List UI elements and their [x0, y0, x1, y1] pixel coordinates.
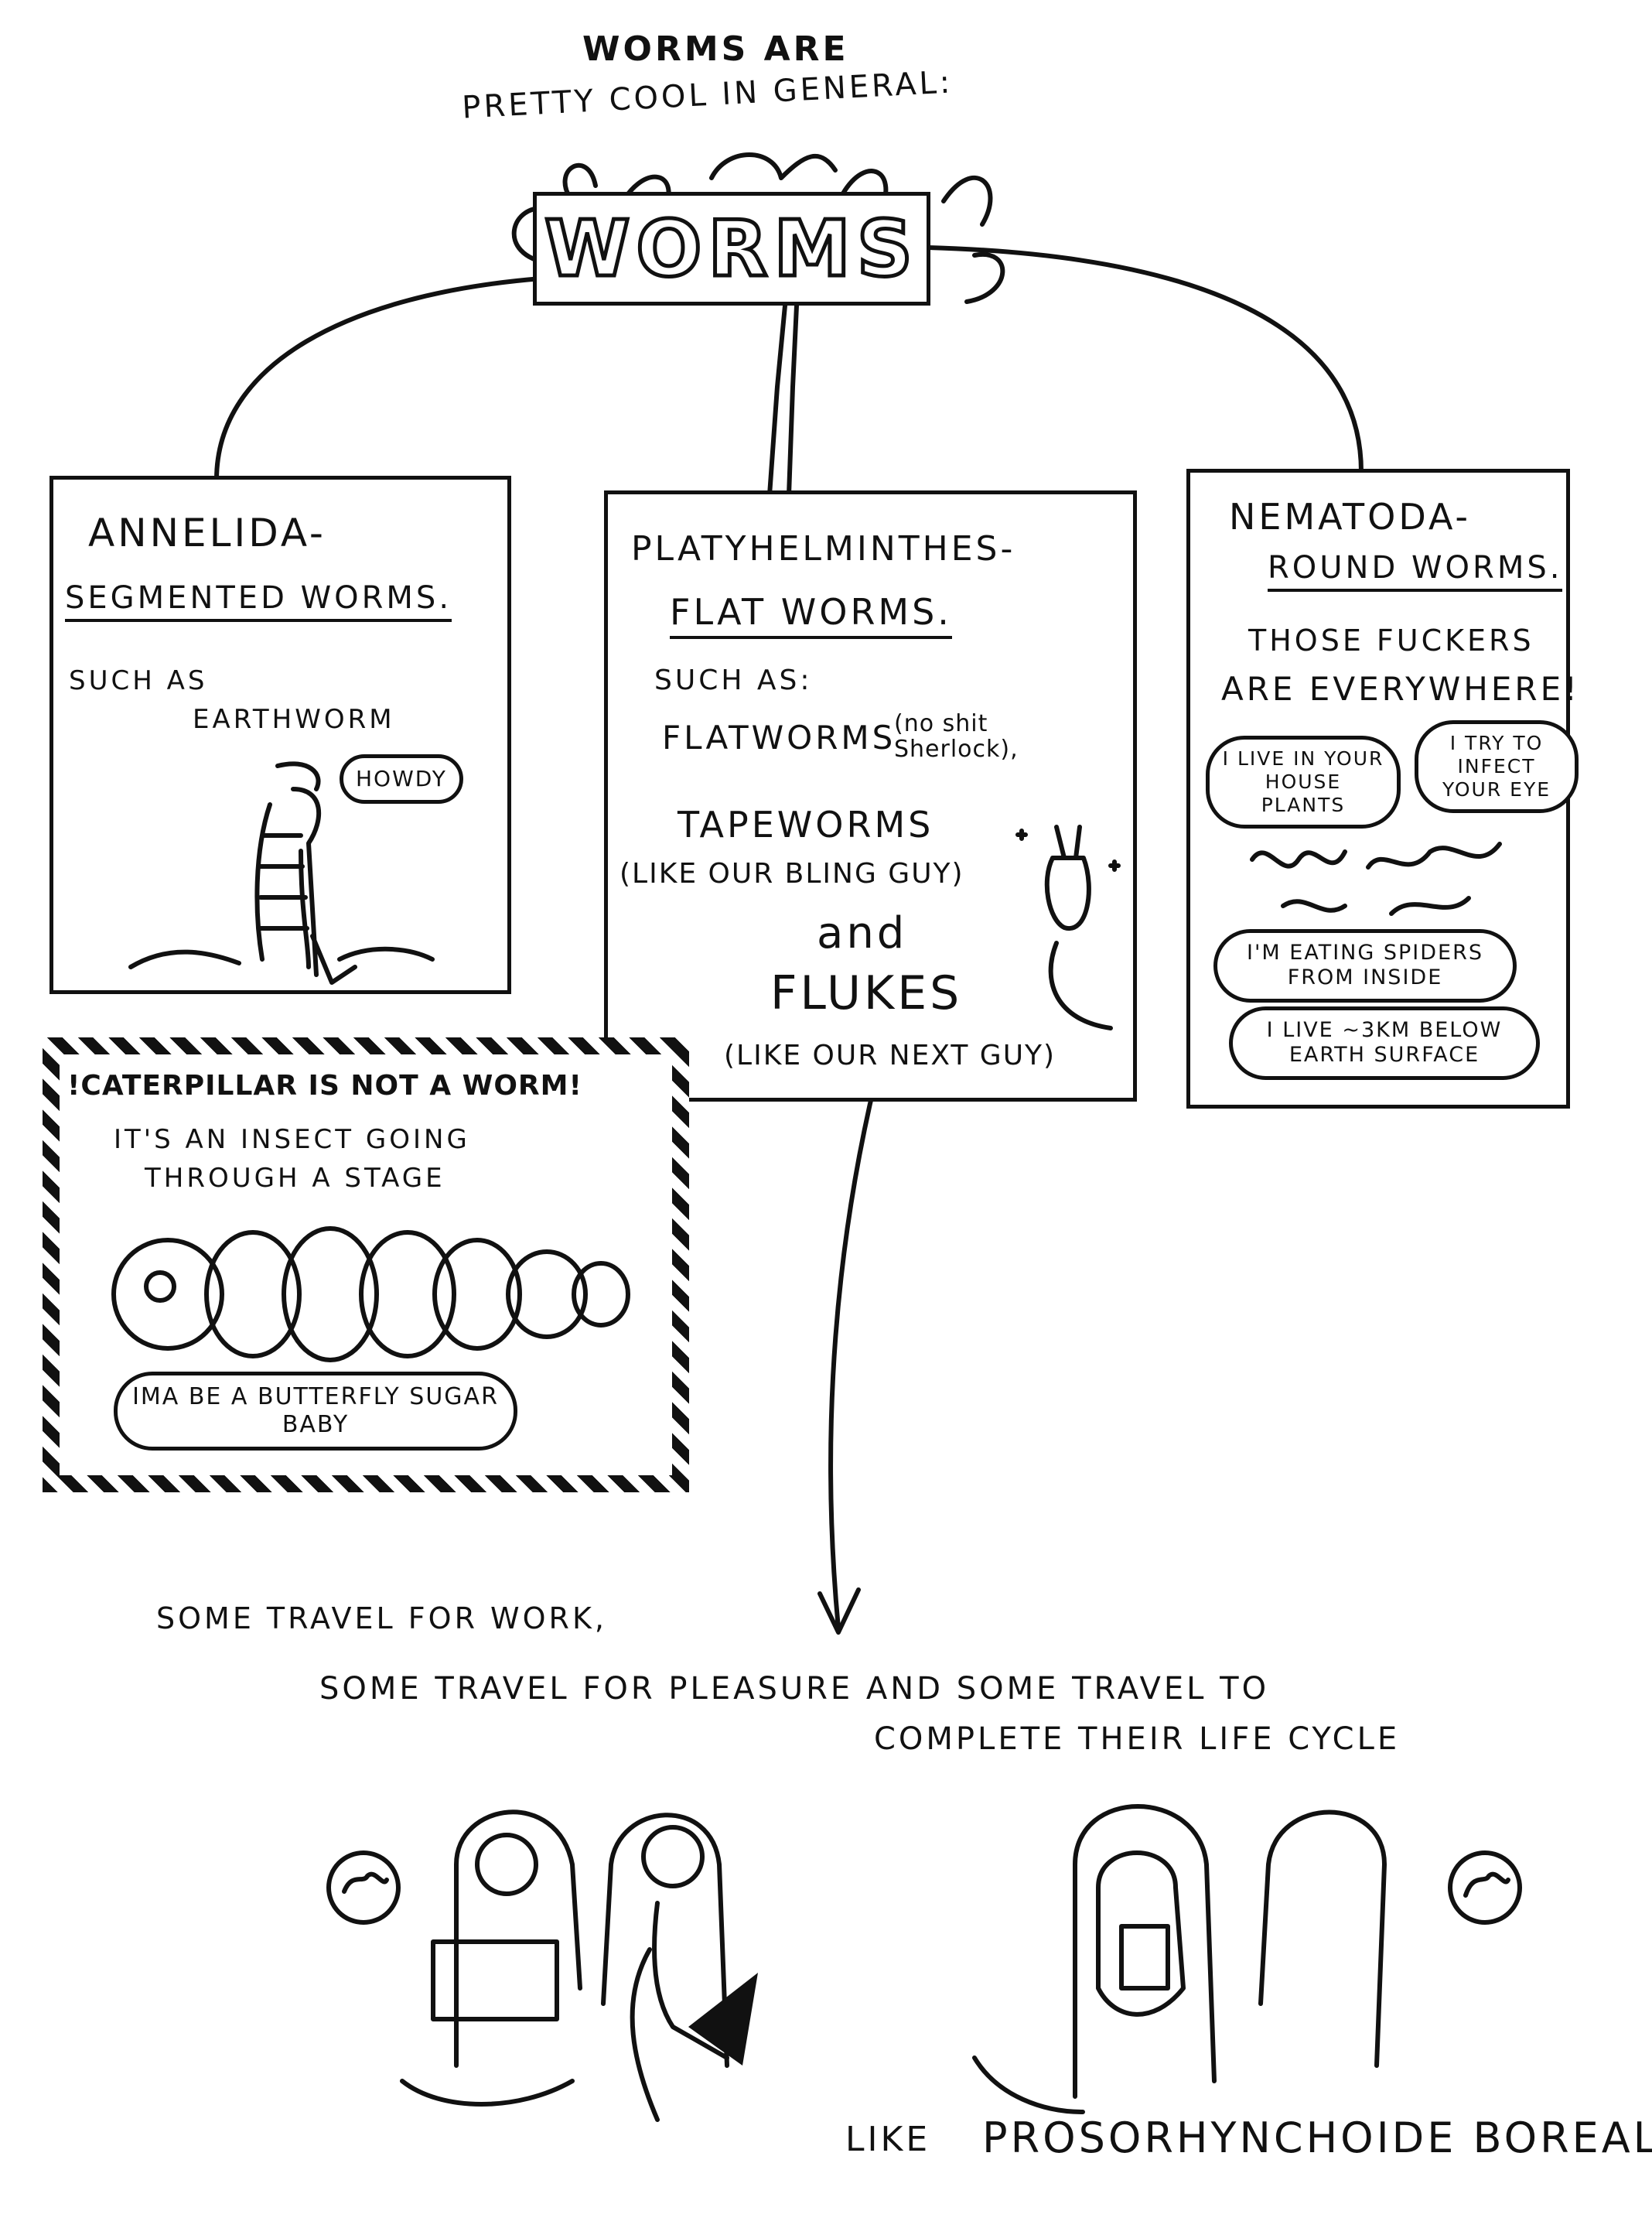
annelida-example: EARTHWORM: [193, 704, 395, 735]
nematoda-bubble-eye: I TRY TO INFECT YOUR EYE: [1415, 720, 1579, 813]
travel-line3: COMPLETE THEIR LIFE CYCLE: [874, 1721, 1401, 1757]
airplane-passenger-reading-icon: [972, 1804, 1522, 2114]
platy-title: PLATYHELMINTHES-: [631, 529, 1016, 569]
travel-species: PROSORHYNCHOIDE BOREALIS: [982, 2114, 1652, 2162]
platy-subtitle: FLAT WORMS.: [670, 591, 952, 639]
caterpillar-speech-bubble: IMA BE A BUTTERFLY SUGAR BABY: [114, 1372, 517, 1451]
earthworm-with-shovel-icon: [128, 761, 435, 985]
travel-line1: SOME TRAVEL FOR WORK,: [156, 1601, 607, 1635]
travel-line2: SOME TRAVEL FOR PLEASURE AND SOME TRAVEL…: [319, 1671, 1270, 1707]
platy-item1: FLATWORMS: [662, 719, 896, 757]
nematoda-bubble-houseplants: I LIVE IN YOUR HOUSE PLANTS: [1206, 736, 1401, 829]
platy-such-as: SUCH AS:: [654, 665, 813, 696]
nematoda-line1: THOSE FUCKERS: [1248, 624, 1534, 658]
airplane-passengers-work-pleasure-icon: [326, 1809, 758, 2122]
nematoda-bubble-spiders: I'M EATING SPIDERS FROM INSIDE: [1213, 929, 1517, 1003]
nematoda-line2: ARE EVERYWHERE!: [1221, 670, 1580, 708]
roundworms-icon: [1250, 842, 1502, 916]
nematoda-box: NEMATODA- ROUND WORMS. THOSE FUCKERS ARE…: [1186, 469, 1579, 1109]
annelida-title: ANNELIDA-: [88, 511, 326, 555]
platy-item3-note: (LIKE OUR NEXT GUY): [724, 1040, 1056, 1071]
header-line1: WORMS ARE: [582, 29, 849, 69]
worms-banner: WORMS: [533, 192, 930, 306]
travel-like: LIKE: [845, 2120, 931, 2159]
caterpillar-line1: !CATERPILLAR IS NOT A WORM!: [67, 1070, 582, 1102]
annelida-such-as: SUCH AS: [69, 665, 208, 696]
platy-item1-note: (no shit Sherlock),: [894, 710, 1019, 763]
bling-tapeworm-icon: [1015, 825, 1121, 1030]
platy-item2-note: (LIKE OUR BLING GUY): [620, 858, 964, 890]
caterpillar-icon: [111, 1226, 630, 1362]
nematoda-title: NEMATODA-: [1229, 496, 1472, 538]
annelida-box: ANNELIDA- SEGMENTED WORMS. SUCH AS EARTH…: [49, 476, 511, 994]
arrow-to-travel: [817, 1056, 883, 1635]
platy-item3: FLUKES: [770, 966, 963, 1020]
caterpillar-line3: THROUGH A STAGE: [145, 1163, 445, 1194]
caterpillar-line2: IT'S AN INSECT GOING: [114, 1124, 470, 1155]
annelida-subtitle: SEGMENTED WORMS.: [65, 580, 452, 622]
worm-decorations-icon: [511, 152, 1005, 304]
nematoda-bubble-3km: I LIVE ~3KM BELOW EARTH SURFACE: [1229, 1006, 1540, 1080]
nematoda-subtitle: ROUND WORMS.: [1268, 550, 1563, 592]
platy-and: and: [817, 908, 908, 959]
caterpillar-warning-box: !CATERPILLAR IS NOT A WORM! IT'S AN INSE…: [43, 1037, 689, 1492]
platy-item2: TAPEWORMS: [678, 804, 934, 846]
platyhelminthes-box: PLATYHELMINTHES- FLAT WORMS. SUCH AS: FL…: [604, 490, 1137, 1102]
worms-banner-title: WORMS: [543, 202, 919, 296]
annelida-speech-bubble: HOWDY: [340, 754, 463, 804]
